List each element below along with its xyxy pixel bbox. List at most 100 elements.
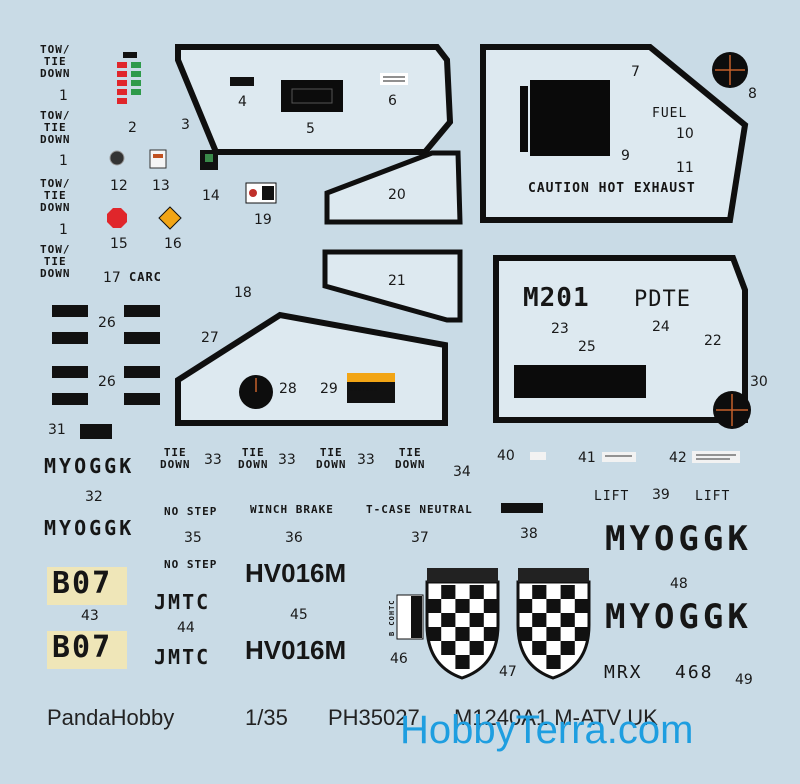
num-45: 45 <box>290 607 308 623</box>
num-2: 2 <box>128 120 137 136</box>
num-1b: 1 <box>59 153 68 169</box>
decal-6 <box>380 73 408 85</box>
num-28: 28 <box>279 381 297 397</box>
checker-square <box>518 599 533 613</box>
num-30: 30 <box>750 374 768 390</box>
caution-hot-exhaust: CAUTION HOT EXHAUST <box>528 181 696 196</box>
checker-square <box>427 599 442 613</box>
checker-square <box>560 585 575 599</box>
pdte-label: PDTE <box>634 287 691 312</box>
num-32: 32 <box>85 489 103 505</box>
num-14: 14 <box>202 188 220 204</box>
num-38: 38 <box>520 526 538 542</box>
myoggk-48a: MYOGGK <box>605 519 752 559</box>
num-37: 37 <box>411 530 429 546</box>
tow-tie-down-1a: TOW/ TIE DOWN <box>40 43 71 80</box>
checker-square <box>546 599 561 613</box>
lift-left: LIFT <box>594 489 630 504</box>
num-7: 7 <box>631 64 640 80</box>
num-21: 21 <box>388 273 406 289</box>
num-35: 35 <box>184 530 202 546</box>
num-25: 25 <box>578 339 596 355</box>
decal-31 <box>80 424 112 439</box>
decal-38 <box>501 503 543 513</box>
decal-25-bar <box>514 365 646 398</box>
checker-square <box>574 627 589 641</box>
checker-square <box>441 641 456 655</box>
decal-9 <box>530 80 610 156</box>
checker-square <box>455 655 470 669</box>
num-1c: 1 <box>59 222 68 238</box>
checker-square <box>532 613 547 627</box>
footer-model: M1240A1 M-ATV UK <box>454 705 658 730</box>
panel-21 <box>322 249 463 323</box>
tie-down-34: TIE DOWN <box>395 446 426 471</box>
decal-15 <box>107 208 127 228</box>
num-33b: 33 <box>278 452 296 468</box>
checker-square <box>455 599 470 613</box>
checker-square <box>483 627 498 641</box>
num-44: 44 <box>177 620 195 636</box>
num-13: 13 <box>152 178 170 194</box>
num-1a: 1 <box>59 88 68 104</box>
tow-tie-down-1c: TOW/ TIE DOWN <box>40 177 71 214</box>
num-8: 8 <box>748 86 757 102</box>
watermark: HobbyTerra.com <box>400 708 694 752</box>
footer-code: PH35027 <box>328 705 420 730</box>
m201-label: M201 <box>523 283 590 313</box>
checker-square <box>532 585 547 599</box>
tie-down-33c: TIE DOWN <box>316 446 347 471</box>
jmtc-44b: JMTC <box>154 645 211 669</box>
num-33a: 33 <box>204 452 222 468</box>
num-3: 3 <box>181 117 190 133</box>
num-20: 20 <box>388 187 406 203</box>
num-6: 6 <box>388 93 397 109</box>
jmtc-44a: JMTC <box>154 590 211 614</box>
b07-43a: B07 <box>52 566 113 601</box>
checker-square <box>469 585 484 599</box>
num-16: 16 <box>164 236 182 252</box>
decal-5 <box>281 80 343 112</box>
no-step-35: NO STEP <box>164 505 218 518</box>
checker-square <box>532 641 547 655</box>
hv016m-45a: HV016M <box>245 558 347 588</box>
checker-square <box>469 641 484 655</box>
num-47: 47 <box>499 664 517 680</box>
tie-down-33a: TIE DOWN <box>160 446 191 471</box>
footer-brand: PandaHobby <box>47 705 175 730</box>
num-18: 18 <box>234 285 252 301</box>
num-40: 40 <box>497 448 515 464</box>
carc-label: CARC <box>129 270 162 284</box>
num-41: 41 <box>578 450 596 466</box>
tie-down-33b: TIE DOWN <box>238 446 269 471</box>
num-36: 36 <box>285 530 303 546</box>
b07-43b: B07 <box>52 630 113 665</box>
checker-square <box>560 613 575 627</box>
num-19: 19 <box>254 212 272 228</box>
tow-tie-down-1b: TOW/ TIE DOWN <box>40 109 71 146</box>
num-12: 12 <box>110 178 128 194</box>
checker-square <box>560 641 575 655</box>
num-46: 46 <box>390 651 408 667</box>
num-33c: 33 <box>357 452 375 468</box>
num-11: 11 <box>676 160 694 176</box>
hv016m-45b: HV016M <box>245 635 347 665</box>
tow-tie-down-1d: TOW/ TIE DOWN <box>40 243 71 280</box>
num-10: 10 <box>676 126 694 142</box>
num-15: 15 <box>110 236 128 252</box>
myoggk-32b: MYOGGK <box>44 516 135 540</box>
num-31: 31 <box>48 422 66 438</box>
decal-12 <box>109 150 125 166</box>
caution-small: CAUTION <box>350 387 379 393</box>
checker-square <box>546 627 561 641</box>
num-43: 43 <box>81 608 99 624</box>
lift-right: LIFT <box>695 489 731 504</box>
bcohtc-label: B COHTC <box>388 599 396 636</box>
mrx-label: MRX <box>604 662 643 683</box>
decal-13 <box>149 149 167 169</box>
num-5: 5 <box>306 121 315 137</box>
checker-square <box>441 585 456 599</box>
checker-square <box>427 627 442 641</box>
num-23: 23 <box>551 321 569 337</box>
